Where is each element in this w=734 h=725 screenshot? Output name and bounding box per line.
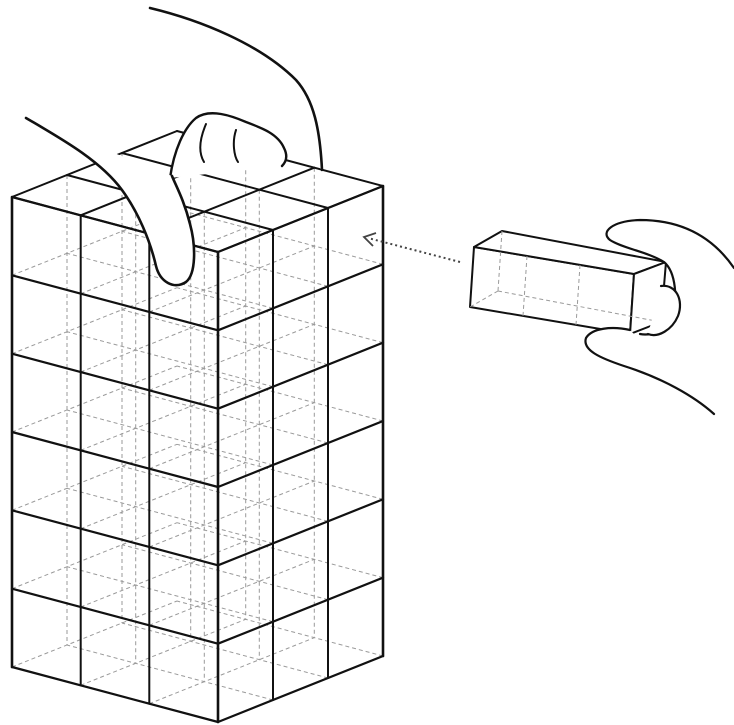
cube-tower [12, 131, 383, 722]
hidden-layer-edge [122, 388, 328, 443]
left-face-layer-line [12, 275, 218, 330]
hidden-layer-edge [67, 410, 273, 465]
left-hand [26, 8, 322, 285]
hidden-layer-edge [122, 545, 328, 600]
hidden-layer-edge [177, 366, 383, 421]
hidden-layer-edge [177, 523, 383, 578]
hidden-layer-edge [177, 601, 383, 656]
hidden-layer-edge [67, 332, 273, 387]
arrow-head [364, 233, 376, 246]
left-face-layer-line [12, 510, 218, 565]
hidden-layer-edge [122, 310, 328, 365]
hidden-layer-edge [122, 466, 328, 521]
hidden-layer-edge [177, 444, 383, 499]
hidden-layer-edge [177, 288, 383, 343]
hidden-layer-edge [67, 488, 273, 543]
left-face-layer-line [12, 589, 218, 644]
left-face-layer-line [12, 354, 218, 409]
left-face-layer-line [12, 432, 218, 487]
right-hand-fingers [585, 328, 714, 414]
left-face-layer-line [12, 667, 218, 722]
hidden-layer-edge [67, 567, 273, 622]
hidden-layer-edge [177, 209, 383, 264]
hidden-layer-edge [67, 645, 273, 700]
hidden-layer-edge [122, 623, 328, 678]
insertion-arrow [364, 233, 460, 262]
left-hand-back-fingers [170, 113, 286, 178]
